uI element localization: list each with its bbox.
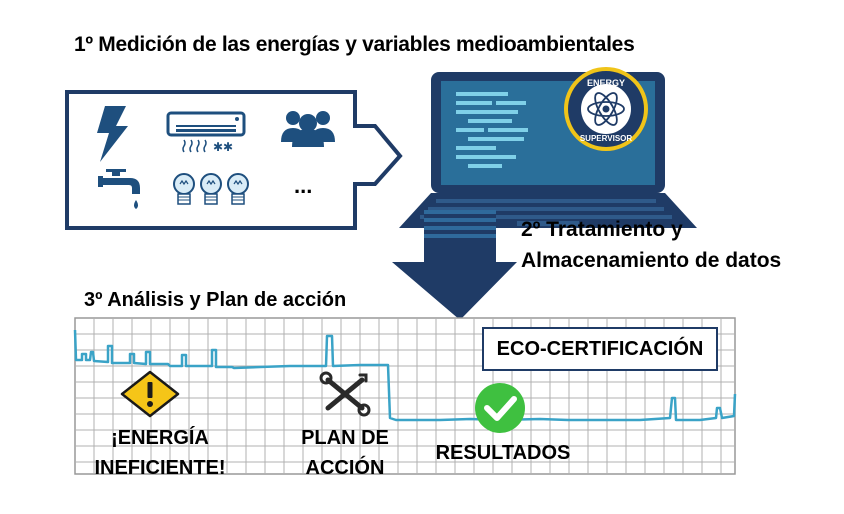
tools-icon [319, 371, 371, 417]
inefficient-energy-label-line2: INEFICIENTE! [94, 457, 226, 479]
energy-supervisor-logo: ENERGY SUPERVISOR [564, 67, 648, 151]
keyboard-keys [420, 199, 672, 219]
down-arrow [392, 210, 517, 320]
warning-icon [120, 370, 180, 418]
step2-processing-title-line1: 2º Tratamiento y [521, 218, 683, 241]
step1-measurement-title: 1º Medición de las energías y variables … [74, 33, 635, 56]
action-plan-label-line2: ACCIÓN [305, 457, 385, 479]
energy-signal-line [73, 329, 737, 422]
step3-analysis-title: 3º Análisis y Plan de acción [84, 289, 347, 311]
results-label: RESULTADOS [435, 442, 571, 464]
inefficient-energy-label-line1: ¡ENERGÍA [111, 427, 209, 449]
sources-box [65, 90, 403, 230]
action-plan-label: PLAN DE ACCIÓN [290, 423, 400, 483]
more-sources-text: ... [294, 173, 312, 198]
step2-processing-title-line2: Almacenamiento de datos [521, 249, 782, 272]
svg-text:ENERGY: ENERGY [587, 78, 625, 88]
people-icon [281, 111, 335, 147]
water-tap-icon [98, 169, 140, 209]
action-plan-label-line1: PLAN DE [301, 427, 389, 449]
eco-certification-badge: ECO-CERTIFICACIÓN [482, 327, 718, 371]
light-bulbs-icon [173, 173, 249, 205]
screen-code-lines [456, 92, 528, 168]
air-conditioner-icon: ✱✱ [166, 111, 246, 154]
svg-text:✱✱: ✱✱ [213, 140, 233, 154]
inefficient-energy-label: ¡ENERGÍA INEFICIENTE! [80, 423, 240, 483]
check-icon [475, 383, 525, 433]
svg-text:SUPERVISOR: SUPERVISOR [580, 134, 633, 143]
lightning-icon [97, 106, 128, 162]
laptop-icon [399, 72, 697, 228]
